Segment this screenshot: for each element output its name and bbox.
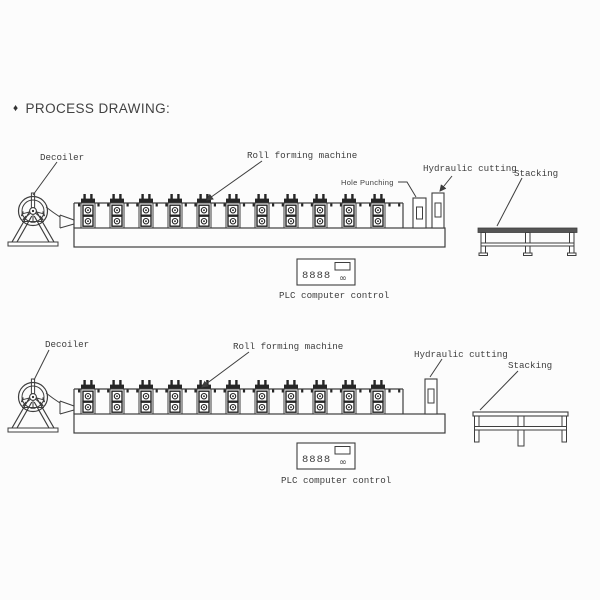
roller-station (370, 193, 386, 229)
hydraulic-cutting-unit (424, 378, 438, 415)
cutting-leader-line (439, 175, 453, 192)
roller-station (312, 379, 328, 415)
table-top (472, 411, 569, 417)
decoiler-label: Decoiler (45, 339, 89, 350)
roller-station (225, 193, 241, 229)
hole-punching-unit (412, 197, 427, 229)
table-top (477, 227, 578, 233)
roller-station (341, 379, 357, 415)
roller-stations (80, 193, 386, 229)
decoiler (7, 378, 61, 433)
stacking-leader-line (496, 177, 523, 227)
hole-punching-leader-line (398, 181, 417, 198)
plc-display-value: 8888 (302, 454, 331, 466)
stacking-leader-line (479, 370, 519, 411)
machine-bed (73, 413, 446, 434)
roll-forming-machine (59, 192, 446, 248)
plc-control-box: 8888 ∞ (296, 442, 356, 470)
machine-label: Roll forming machine (233, 341, 343, 352)
cutting-window (427, 388, 435, 404)
plc-control-box: 8888 ∞ (296, 258, 356, 286)
roller-station (109, 379, 125, 415)
decoiler (7, 192, 61, 247)
decoiler-leader-line (32, 161, 58, 196)
decoiler-leader-line (33, 349, 50, 381)
plc-label: PLC computer control (279, 290, 389, 301)
cutting-label: Hydraulic cutting (423, 163, 517, 174)
stacking-label: Stacking (514, 168, 558, 179)
cutting-label: Hydraulic cutting (414, 349, 508, 360)
stacking-label: Stacking (508, 360, 552, 371)
roll-forming-machine (59, 378, 446, 434)
roller-station (254, 379, 270, 415)
roller-station (80, 193, 96, 229)
roller-station (167, 193, 183, 229)
plc-label: PLC computer control (281, 475, 391, 486)
stacking-table (477, 227, 578, 256)
machine-leader-line (206, 160, 263, 201)
hydraulic-cutting-unit (431, 192, 445, 229)
roller-station (225, 379, 241, 415)
plc-indicator: ∞ (339, 273, 347, 284)
roller-station (370, 379, 386, 415)
roller-station (254, 193, 270, 229)
plc-display-value: 8888 (302, 270, 331, 282)
machine-label: Roll forming machine (247, 150, 357, 161)
cutting-leader-line (429, 358, 443, 378)
plc-indicator-window (334, 262, 351, 271)
roller-station (341, 193, 357, 229)
plc-indicator-window (334, 446, 351, 455)
roller-stations (80, 379, 386, 415)
roller-station (109, 193, 125, 229)
page-title-text: PROCESS DRAWING: (25, 101, 171, 116)
roller-station (283, 379, 299, 415)
production-line-top: Decoiler Roll forming machine Hole Punch… (7, 150, 578, 301)
hole-punching-window (416, 206, 423, 220)
machine-leader-line (201, 351, 250, 388)
roller-station (138, 379, 154, 415)
stacking-table (472, 411, 569, 447)
plc-indicator: ∞ (339, 457, 347, 468)
entry-guide (59, 400, 75, 415)
cutting-window (434, 202, 442, 218)
machine-bed (73, 227, 446, 248)
roller-station (167, 379, 183, 415)
decoiler-label: Decoiler (40, 152, 84, 163)
entry-guide (59, 214, 75, 229)
roller-station (283, 193, 299, 229)
page-title: ♦ PROCESS DRAWING: (13, 101, 170, 116)
production-line-bottom: Decoiler Roll forming machine Hydraulic … (7, 339, 569, 486)
roller-station (138, 193, 154, 229)
roller-station (312, 193, 328, 229)
hole-punching-label: Hole Punching (341, 178, 394, 187)
roller-station (80, 379, 96, 415)
diamond-bullet-icon: ♦ (13, 102, 19, 114)
